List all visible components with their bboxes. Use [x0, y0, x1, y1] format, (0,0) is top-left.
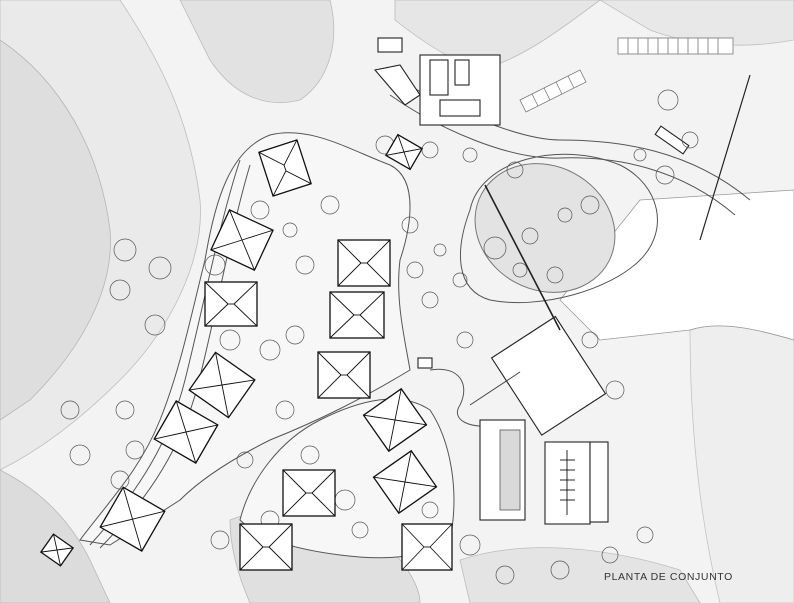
main-lodge [490, 315, 607, 436]
plan-title: PLANTA DE CONJUNTO [604, 571, 733, 583]
trees [60, 89, 699, 585]
north-service-building [373, 37, 501, 126]
village-walkway [89, 159, 241, 546]
stair-curve [429, 368, 501, 427]
ring-road [460, 153, 658, 304]
parking-area [519, 37, 734, 113]
spa-complex [479, 419, 609, 525]
entry-ramp [469, 371, 521, 406]
pavilion [654, 125, 690, 155]
east-boundary [699, 74, 751, 241]
oval-garden [474, 163, 616, 293]
cabins [39, 133, 453, 571]
entry-kiosk [417, 357, 433, 369]
lodge-axis [484, 184, 561, 331]
